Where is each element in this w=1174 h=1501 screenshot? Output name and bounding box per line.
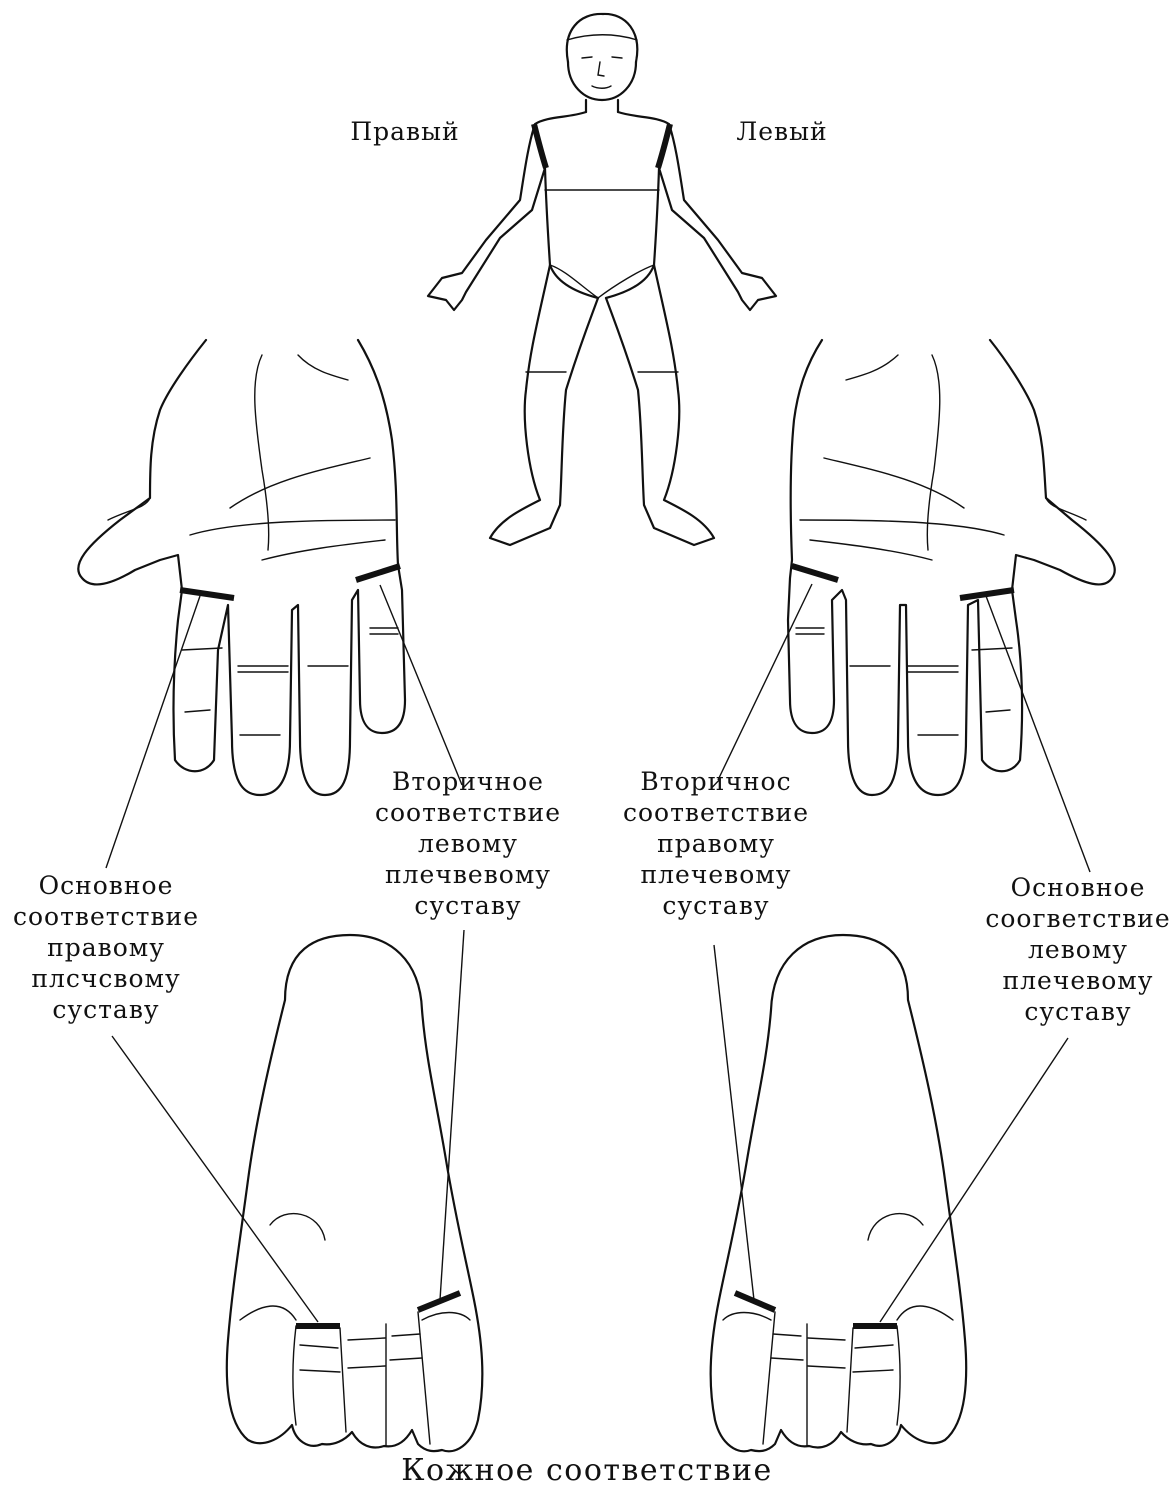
- leader-line-primary-right-foot: [112, 1036, 318, 1322]
- annotation-primary-left-shoulder: Основное соогветствие левому плечевому с…: [982, 872, 1174, 1027]
- palm-left-thumb-base-highlight: [792, 566, 838, 580]
- palm-right-hand: [78, 340, 405, 795]
- palm-left-hand: [788, 340, 1115, 795]
- annotation-secondary-right-shoulder: Вторичнос соответствие правому плечевому…: [614, 766, 818, 921]
- sole-right-foot: [227, 935, 483, 1451]
- sole-left-foot: [711, 935, 967, 1451]
- figure-right-shoulder-highlight: [534, 124, 546, 168]
- leader-line-primary-left-hand: [986, 596, 1090, 872]
- leader-line-secondary-left-foot: [440, 930, 464, 1300]
- figure-left-shoulder-highlight: [658, 124, 670, 168]
- human-figure: [428, 14, 776, 545]
- figure-body: [428, 112, 776, 545]
- annotation-secondary-left-shoulder: Вторичное соответствие левому плечвевому…: [368, 766, 568, 921]
- side-label-right: Правый: [345, 116, 465, 147]
- figure-caption: Кожное соответствие: [0, 1453, 1174, 1488]
- leader-line-secondary-right-hand: [718, 584, 812, 780]
- leader-line-primary-left-foot: [880, 1038, 1068, 1322]
- palm-right-thumb-base-highlight: [356, 566, 400, 580]
- sole-left-little-toe-highlight: [735, 1293, 775, 1310]
- figure-head: [567, 14, 637, 112]
- leader-line-primary-right-hand: [106, 596, 200, 868]
- sole-right-little-toe-highlight: [418, 1293, 460, 1310]
- side-label-left: Левый: [728, 116, 836, 147]
- leader-line-secondary-left-hand: [380, 585, 462, 785]
- palm-right-pinky-base-highlight: [180, 590, 234, 598]
- annotation-primary-right-shoulder: Основное соответствие правому плсчсвому …: [6, 870, 206, 1025]
- leader-lines: [106, 584, 1090, 1322]
- leader-line-secondary-right-foot: [714, 945, 754, 1300]
